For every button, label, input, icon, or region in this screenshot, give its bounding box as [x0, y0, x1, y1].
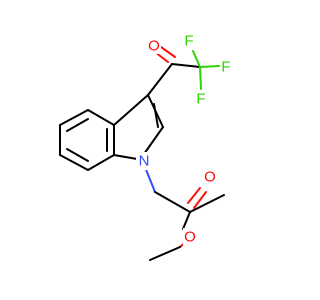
atom-o-ester: O: [184, 229, 196, 246]
benzene-ring: [59, 109, 115, 171]
bond: [87, 154, 115, 171]
bond: [87, 109, 115, 126]
bond: [59, 109, 89, 126]
pyrrole-ring: [113, 94, 164, 160]
atom-f-top-left: F: [184, 33, 193, 50]
double-bond-inner: [66, 148, 89, 162]
bond: [147, 63, 173, 96]
trifluoroacetyl-group: [147, 46, 220, 96]
double-bond-inner: [66, 118, 89, 132]
double-bond-inner: [153, 103, 159, 128]
double-bond-co: [193, 191, 207, 209]
bond: [149, 246, 181, 261]
bond: [113, 94, 149, 126]
bond-n: [144, 166, 156, 193]
double-bond-co: [160, 46, 176, 58]
bond: [59, 154, 89, 171]
bond: [154, 191, 191, 213]
structure-canvas: O F F F N O O: [59, 32, 232, 261]
double-bond-co: [187, 187, 201, 204]
atom-o-carbonyl: O: [204, 169, 216, 186]
atom-n-indole: N: [139, 153, 150, 170]
bond: [182, 211, 191, 230]
bond: [113, 154, 138, 160]
bond: [171, 63, 201, 68]
atom-f-bottom: F: [196, 91, 205, 108]
bond-cf: [199, 65, 220, 68]
atom-labels: O F F F N O O: [136, 32, 232, 246]
atom-o-ketone: O: [148, 38, 160, 55]
bond: [189, 194, 225, 213]
atom-f-top-right: F: [221, 59, 230, 76]
bond: [143, 126, 164, 155]
molecule-diagram: O F F F N O O: [59, 32, 232, 261]
bond-cf: [199, 66, 202, 90]
bond-cf: [192, 50, 201, 68]
